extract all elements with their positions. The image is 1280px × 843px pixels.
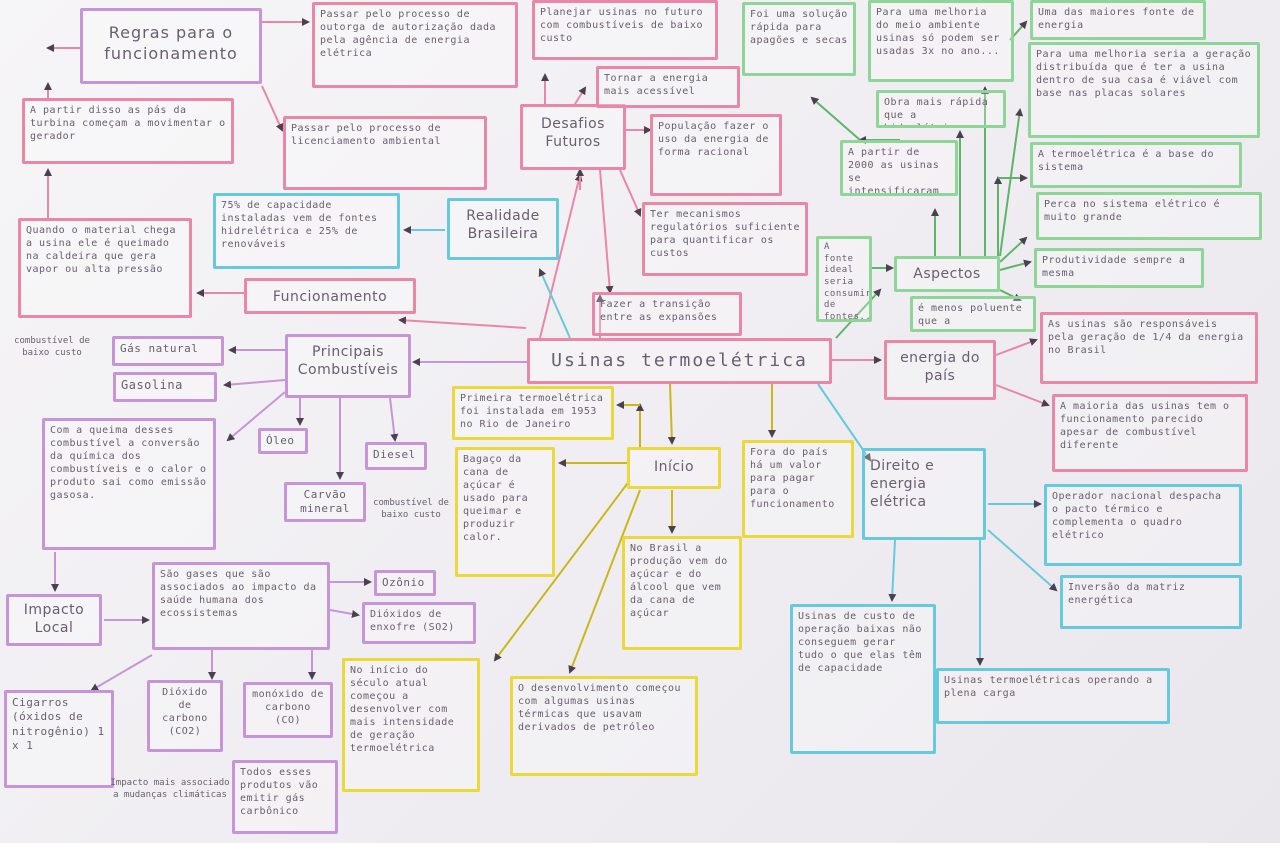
quarter-generation-node: As usinas são responsáveis pela geração … <box>1040 312 1258 384</box>
connector-arrow <box>888 539 897 602</box>
power-loss-node: Perca no sistema elétrico é muito grande <box>1036 192 1262 240</box>
gases-node: São gases que são associados ao impacto … <box>152 562 330 650</box>
first-plant-node: Primeira termoelétrica foi instalada em … <box>452 386 614 440</box>
oil-node: Óleo <box>258 428 308 454</box>
diesel-node: Diesel <box>365 442 427 470</box>
connector-arrow <box>538 268 571 339</box>
largest-source-node: Uma das maiores fonte de energia <box>1030 0 1206 40</box>
abroad-cost-node: Fora do país há um valor para pagar para… <box>742 440 854 538</box>
connector-arrow <box>329 609 360 618</box>
gas-low-cost-note: combustível de baixo custo <box>14 336 90 358</box>
connector-arrow <box>619 169 642 217</box>
transition-node: Fazer a transição entre as expansões <box>592 292 742 336</box>
connector-arrow <box>90 654 153 692</box>
combustion-node: Com a queima desses combustível a conver… <box>42 418 216 550</box>
main-fuels-node: Principais Combustíveis <box>285 334 411 398</box>
full-load-node: Usinas termoelétricas operando a plena c… <box>936 668 1170 724</box>
center-topic-node: Usinas termoelétrica <box>527 338 832 384</box>
low-cost-plants-node: Usinas de custo de operação baixas não c… <box>790 604 936 754</box>
distributed-generation-node: Para uma melhoria seria a geração distri… <box>1028 42 1260 138</box>
sulfur-dioxide-node: Dióxidos de enxofre (SO2) <box>362 602 476 644</box>
rules-node: Regras para o funcionamento <box>80 8 262 84</box>
connector-arrow <box>398 316 527 329</box>
carbon-monoxide-node: monóxido de carbono (CO) <box>243 682 333 738</box>
connector-arrow <box>389 397 399 442</box>
connector-arrow <box>574 86 587 105</box>
connector-arrow <box>539 173 583 339</box>
connector-arrow <box>493 479 631 662</box>
operation-node: Funcionamento <box>244 278 416 314</box>
connector-arrow <box>835 288 882 339</box>
connector-arrow <box>999 259 1032 271</box>
matrix-inversion-node: Inversão da matriz energética <box>1060 575 1242 629</box>
connector-arrow <box>599 169 614 294</box>
natural-gas-node: Gás natural <box>112 336 224 366</box>
similar-operation-node: A maioria das usinas tem o funcionamento… <box>1052 394 1248 472</box>
connector-arrow <box>261 85 284 132</box>
brazilian-reality-node: Realidade Brasileira <box>447 198 559 260</box>
beginning-node: Início <box>627 447 721 489</box>
productivity-node: Produtividade sempre a mesma <box>1034 248 1204 288</box>
year-2000-node: A partir de 2000 as usinas se intensific… <box>840 140 958 196</box>
connector-arrow <box>223 379 286 389</box>
capacity-node: 75% de capacidade instaladas vem de font… <box>213 193 400 269</box>
less-polluting-node: é menos poluente que a hidrelétrica <box>910 296 1036 332</box>
faster-build-node: Obra mais rápida que a hidrelétrica <box>876 90 1006 128</box>
country-energy-node: energia do país <box>884 340 996 400</box>
sugar-production-node: No Brasil a produção vem do açúcar e do … <box>622 536 742 650</box>
law-energy-node: Direito e energia elétrica <box>862 448 986 540</box>
coal-low-cost-note: combustível de baixo custo <box>373 498 449 520</box>
development-node: O desenvolvimento começou com algumas us… <box>510 676 698 776</box>
ozone-node: Ozônio <box>374 570 436 596</box>
ideal-source-node: A fonte ideal seria consumir de fontes..… <box>816 236 872 322</box>
connector-arrow <box>999 108 1024 257</box>
connector-arrow <box>817 383 872 462</box>
mineral-coal-node: Carvão mineral <box>284 482 366 522</box>
turbine-node: A partir disso as pás da turbina começam… <box>22 98 234 164</box>
connector-arrow <box>995 338 1038 356</box>
environment-node: Para uma melhoria do meio ambiente usina… <box>868 0 1014 82</box>
connector-arrow <box>568 489 641 674</box>
bagasse-node: Bagaço da cana de açúcar é usado para qu… <box>455 447 555 577</box>
carbon-dioxide-node: Dióxido de carbono (CO2) <box>147 680 223 752</box>
connector-arrow <box>226 391 286 442</box>
connector-arrow <box>667 383 676 445</box>
connector-arrow <box>810 96 861 141</box>
regulatory-node: Ter mecanismos regulatórios suficiente p… <box>642 202 808 276</box>
carbonic-gas-node: Todos esses produtos vão emitir gás carb… <box>232 760 338 834</box>
future-challenges-node: Desafios Futuros <box>520 104 626 170</box>
quick-solution-node: Foi uma solução rápida para apagões e se… <box>742 2 856 76</box>
climate-impact-note: Impacto mais associado a mudanças climát… <box>110 778 230 800</box>
cigarettes-node: Cigarros (óxidos de nitrogênio) 1 x 1 <box>4 690 114 788</box>
national-operator-node: Operador nacional despacha o pacto térmi… <box>1044 484 1242 566</box>
population-node: População fazer o uso da energia de form… <box>650 114 782 196</box>
connector-arrow <box>995 384 1050 407</box>
accessible-energy-node: Tornar a energia mais acessível <box>596 66 740 108</box>
century-node: No início do século atual começou a dese… <box>342 658 480 792</box>
gasoline-node: Gasolina <box>113 372 217 402</box>
aspects-node: Aspectos <box>894 256 1000 292</box>
boiler-node: Quando o material chega a usina ele é qu… <box>18 218 192 318</box>
licensing-node: Passar pelo processo de licenciamento am… <box>283 116 487 190</box>
connector-arrow <box>987 529 1058 592</box>
plan-plants-node: Planejar usinas no futuro com combustíve… <box>532 0 718 60</box>
connector-arrow <box>999 236 1028 263</box>
grant-process-node: Passar pelo processo de outorga de autor… <box>312 2 518 88</box>
system-base-node: A termoelétrica é a base do sistema <box>1030 142 1242 188</box>
local-impact-node: Impacto Local <box>6 594 102 646</box>
